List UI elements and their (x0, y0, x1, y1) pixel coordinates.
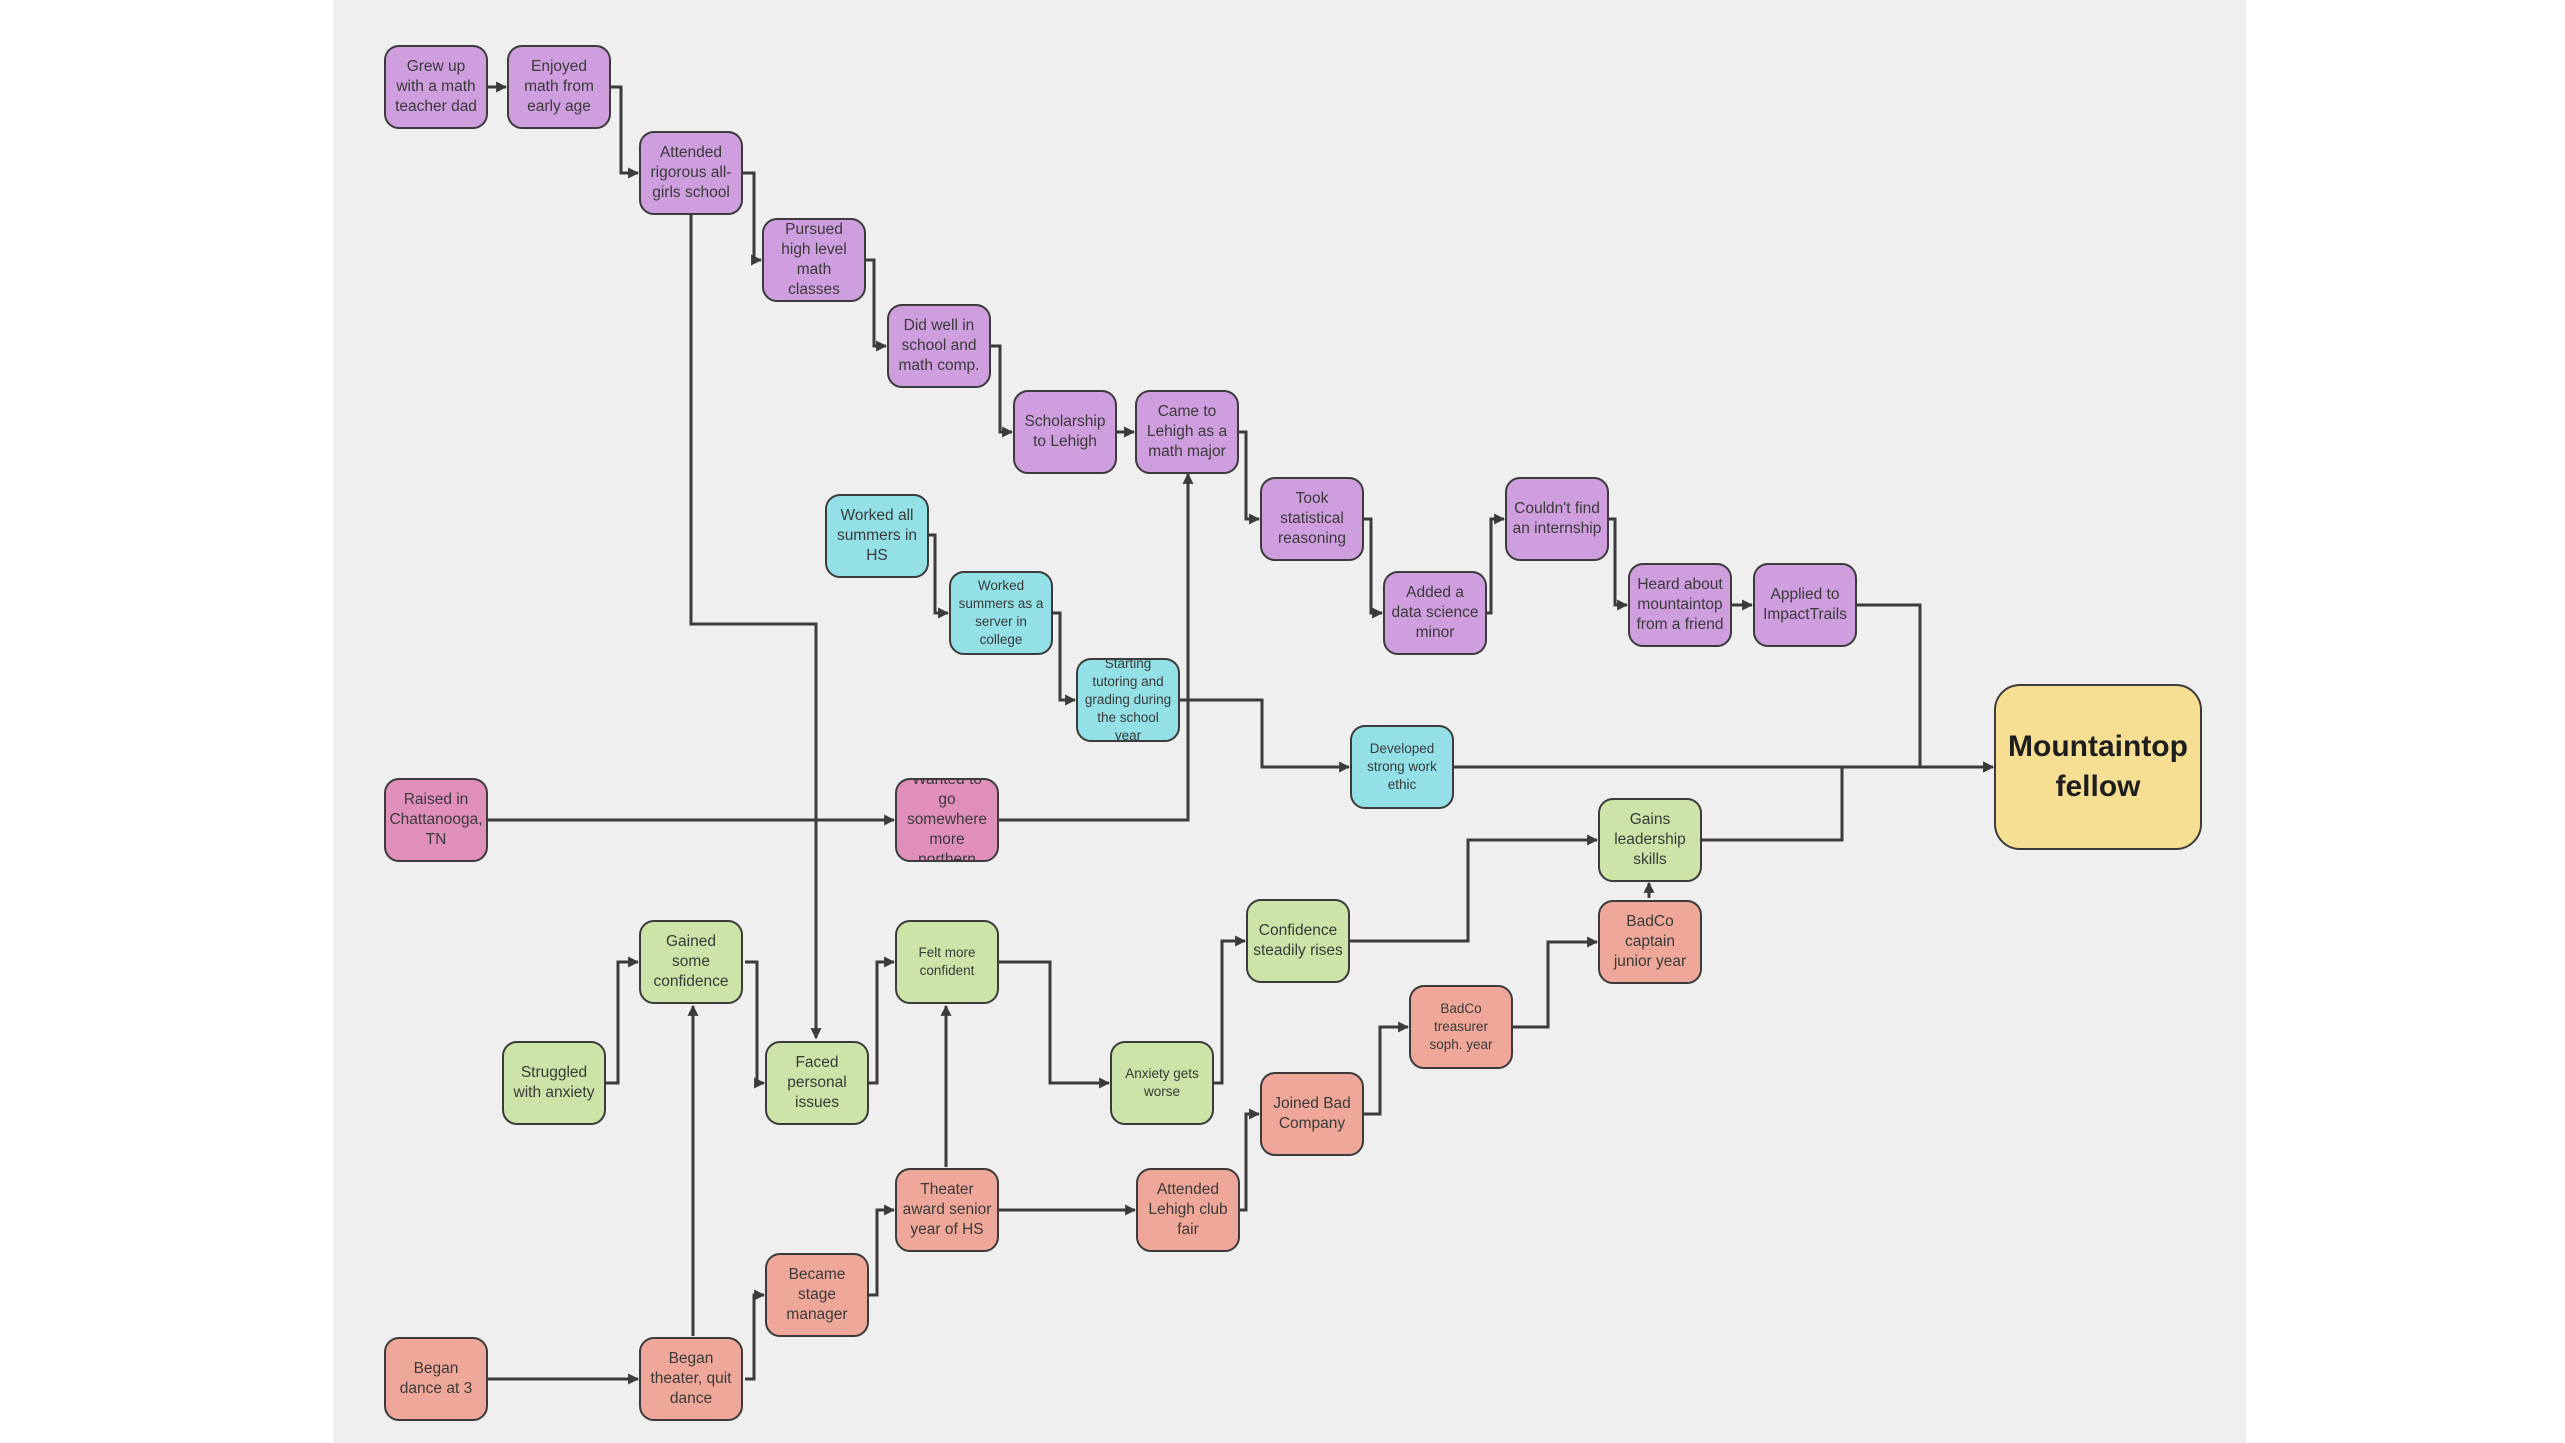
node-attended-all-girls-school[interactable]: Attended rigorous all-girls school (639, 131, 743, 215)
node-faced-personal-issues[interactable]: Faced personal issues (765, 1041, 869, 1125)
node-strong-work-ethic[interactable]: Developed strong work ethic (1350, 725, 1454, 809)
node-came-to-lehigh[interactable]: Came to Lehigh as a math major (1135, 390, 1239, 474)
node-took-statistical-reasoning[interactable]: Took statistical reasoning (1260, 477, 1364, 561)
node-wanted-go-north[interactable]: Wanted to go somewhere more northern (895, 778, 999, 862)
node-joined-bad-company[interactable]: Joined Bad Company (1260, 1072, 1364, 1156)
node-tutoring-grading[interactable]: Starting tutoring and grading during the… (1076, 658, 1180, 742)
node-heard-about-mountaintop[interactable]: Heard about mountaintop from a friend (1628, 563, 1732, 647)
node-felt-more-confident[interactable]: Felt more confident (895, 920, 999, 1004)
node-gained-some-confidence[interactable]: Gained some confidence (639, 920, 743, 1004)
node-did-well-in-school[interactable]: Did well in school and math comp. (887, 304, 991, 388)
node-applied-to-impacttrails[interactable]: Applied to ImpactTrails (1753, 563, 1857, 647)
node-grew-up-math-teacher-dad[interactable]: Grew up with a math teacher dad (384, 45, 488, 129)
node-badco-treasurer[interactable]: BadCo treasurer soph. year (1409, 985, 1513, 1069)
node-confidence-steadily-rises[interactable]: Confidence steadily rises (1246, 899, 1350, 983)
node-theater-award[interactable]: Theater award senior year of HS (895, 1168, 999, 1252)
node-worked-summers-hs[interactable]: Worked all summers in HS (825, 494, 929, 578)
node-raised-in-chattanooga[interactable]: Raised in Chattanooga, TN (384, 778, 488, 862)
node-anxiety-gets-worse[interactable]: Anxiety gets worse (1110, 1041, 1214, 1125)
node-scholarship-to-lehigh[interactable]: Scholarship to Lehigh (1013, 390, 1117, 474)
diagram-canvas (333, 0, 2246, 1443)
node-mountaintop-fellow[interactable]: Mountaintop fellow (1994, 684, 2202, 850)
node-no-internship[interactable]: Couldn't find an internship (1505, 477, 1609, 561)
node-became-stage-manager[interactable]: Became stage manager (765, 1253, 869, 1337)
node-enjoyed-math-early[interactable]: Enjoyed math from early age (507, 45, 611, 129)
node-gains-leadership-skills[interactable]: Gains leadership skills (1598, 798, 1702, 882)
node-lehigh-club-fair[interactable]: Attended Lehigh club fair (1136, 1168, 1240, 1252)
node-worked-server-college[interactable]: Worked summers as a server in college (949, 571, 1053, 655)
node-struggled-with-anxiety[interactable]: Struggled with anxiety (502, 1041, 606, 1125)
node-began-theater[interactable]: Began theater, quit dance (639, 1337, 743, 1421)
node-badco-captain[interactable]: BadCo captain junior year (1598, 900, 1702, 984)
node-pursued-high-level-math[interactable]: Pursued high level math classes (762, 218, 866, 302)
node-data-science-minor[interactable]: Added a data science minor (1383, 571, 1487, 655)
node-began-dance[interactable]: Began dance at 3 (384, 1337, 488, 1421)
